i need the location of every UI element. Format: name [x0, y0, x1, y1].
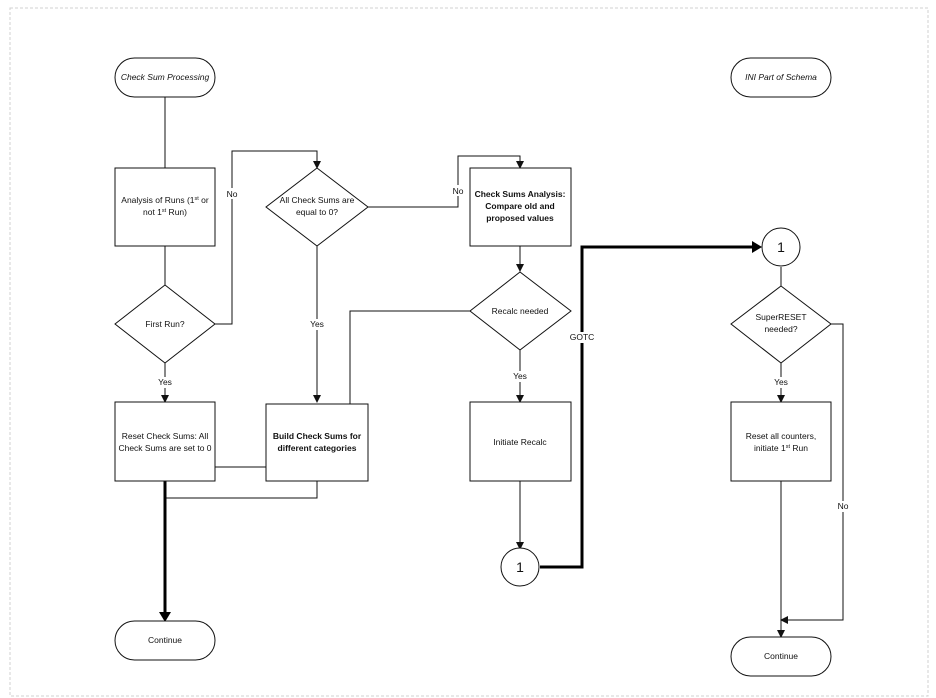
process-label: initiate 1	[754, 443, 786, 453]
process-reset-all-counters: Reset all counters, initiate 1st Run	[730, 401, 832, 482]
process-label: Check Sums are set to 0	[118, 443, 211, 453]
decision-label: SuperRESET	[755, 312, 806, 322]
process-label: st	[195, 196, 200, 202]
process-label: Run)	[166, 207, 187, 217]
decision-label: First Run?	[145, 319, 184, 329]
decision-first-run: First Run?	[114, 284, 216, 364]
process-label: st	[162, 208, 167, 214]
decision-label: needed?	[764, 324, 797, 334]
edge-build-return	[165, 481, 318, 499]
svg-text:Analysis of Runs (1st or: Analysis of Runs (1st or	[121, 195, 209, 205]
process-label: Reset Check Sums: All	[122, 431, 209, 441]
connector-label: 1	[777, 239, 785, 255]
edge-label-yes: Yes	[310, 319, 324, 329]
terminal-label: Check Sum Processing	[121, 72, 210, 82]
process-label: Run	[790, 443, 808, 453]
decision-label: Recalc needed	[492, 306, 549, 316]
process-label: or	[199, 195, 209, 205]
decision-all-check-sums-zero: All Check Sums are equal to 0?	[265, 167, 369, 247]
process-label: Initiate Recalc	[493, 437, 547, 447]
arrowhead-gotc	[752, 241, 762, 253]
decision-recalc-needed: Recalc needed	[469, 271, 572, 351]
terminal-check-sum-processing: Check Sum Processing	[114, 57, 216, 98]
process-label: Reset all counters,	[746, 431, 816, 441]
connector-circle-bottom: 1	[500, 547, 540, 587]
process-label: Analysis of Runs (1	[121, 195, 194, 205]
connector-label: 1	[516, 559, 524, 575]
process-reset-check-sums: Reset Check Sums: All Check Sums are set…	[114, 401, 216, 482]
process-initiate-recalc: Initiate Recalc	[469, 401, 572, 482]
edge-superreset-no	[780, 323, 844, 624]
decision-label: All Check Sums are	[280, 195, 355, 205]
connector-circle-right: 1	[761, 227, 801, 267]
process-label: Build Check Sums for	[273, 431, 362, 441]
terminal-continue-left: Continue	[114, 620, 216, 661]
process-label: proposed values	[486, 213, 554, 223]
edge-label-yes: Yes	[158, 377, 172, 387]
process-label: Compare old and	[485, 201, 554, 211]
edge-label-gotc: GOTC	[570, 332, 595, 342]
edge-label-yes: Yes	[774, 377, 788, 387]
edge-labels: No Yes No Yes Yes GOTC Yes No	[155, 185, 850, 512]
process-build-check-sums: Build Check Sums for different categorie…	[265, 403, 369, 482]
page-border	[9, 7, 929, 697]
edge-allzero-no	[368, 155, 524, 208]
terminal-label: Continue	[764, 651, 798, 661]
decision-label: equal to 0?	[296, 207, 338, 217]
edge-label-no: No	[453, 186, 464, 196]
decision-superreset-needed: SuperRESET needed?	[730, 285, 832, 364]
edge-label-no: No	[838, 501, 849, 511]
process-label: st	[786, 444, 791, 450]
process-analysis-of-runs: Analysis of Runs (1st or not 1st Run)	[114, 167, 216, 247]
edge-gotc-thick	[540, 245, 758, 569]
terminal-label: INI Part of Schema	[745, 72, 817, 82]
edge-label-no: No	[227, 189, 238, 199]
edge-label-yes: Yes	[513, 371, 527, 381]
process-label: different categories	[278, 443, 357, 453]
edge-firstrun-no	[215, 150, 321, 325]
terminal-ini-part-of-schema: INI Part of Schema	[730, 57, 832, 98]
process-label: not 1	[143, 207, 162, 217]
terminal-label: Continue	[148, 635, 182, 645]
process-check-sums-analysis: Check Sums Analysis: Compare old and pro…	[469, 167, 572, 247]
terminal-continue-right: Continue	[730, 636, 832, 677]
arrowhead-continue	[159, 612, 171, 622]
edge-recalc-no	[349, 310, 470, 404]
svg-text:not 1st Run): not 1st Run)	[143, 207, 187, 217]
svg-text:initiate 1st Run: initiate 1st Run	[754, 443, 808, 453]
process-label: Check Sums Analysis:	[475, 189, 566, 199]
